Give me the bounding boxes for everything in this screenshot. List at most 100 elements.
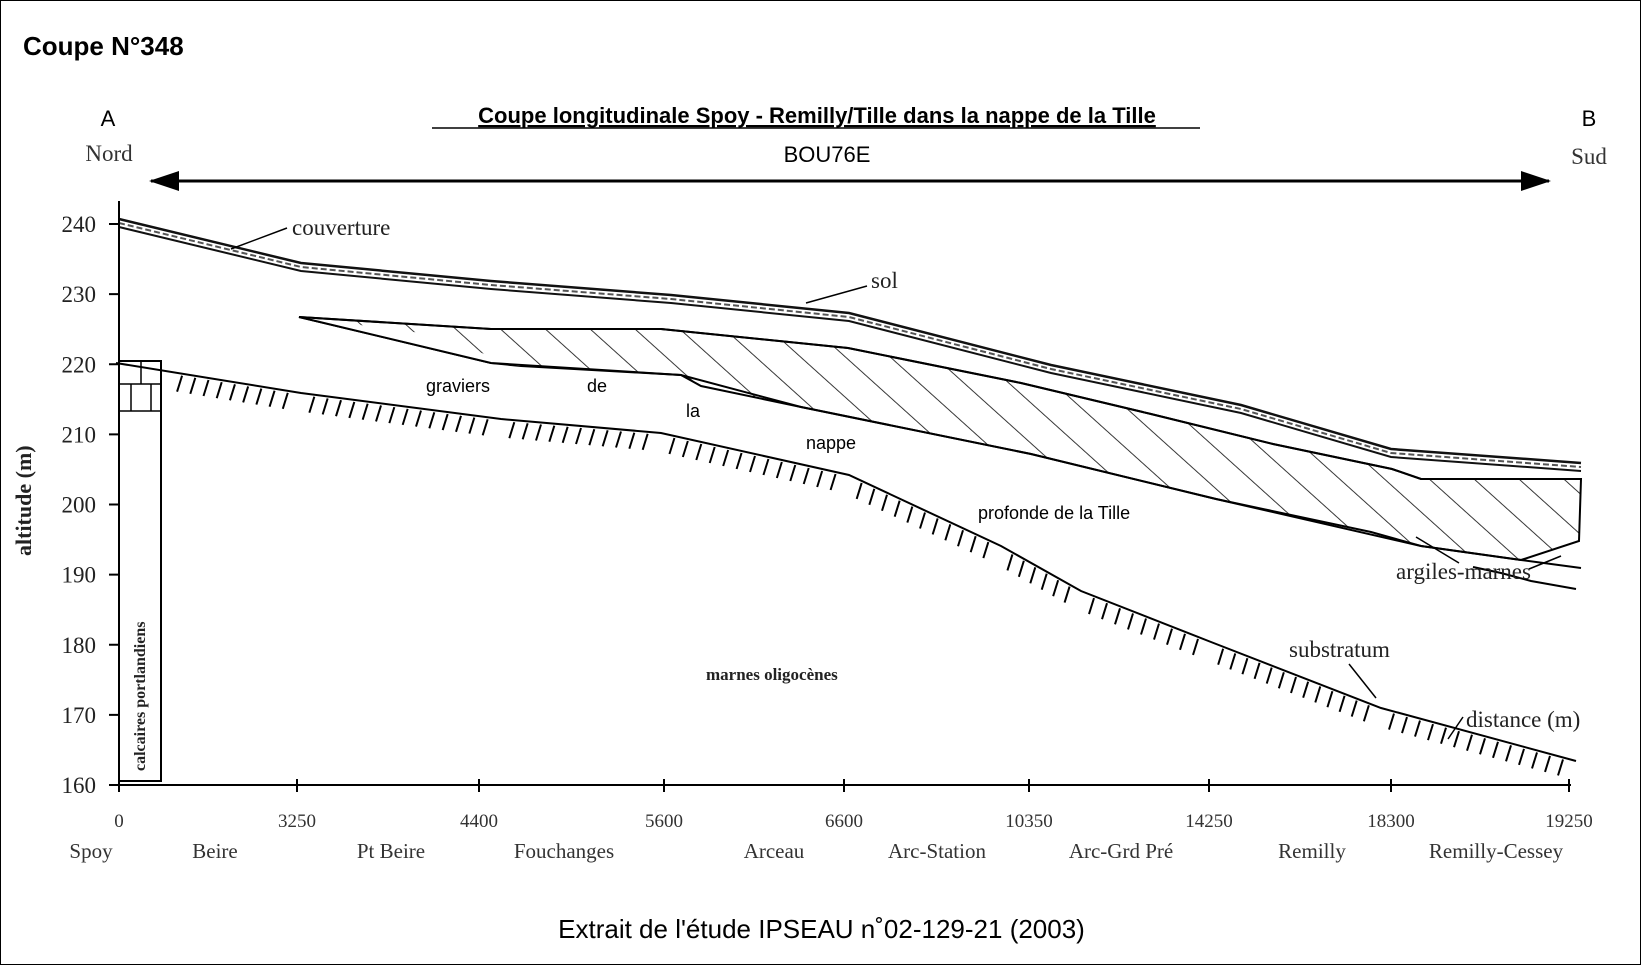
substratum-tick bbox=[1453, 730, 1460, 748]
substratum-tick bbox=[695, 443, 703, 461]
argiles-lower-line bbox=[1472, 566, 1577, 590]
substratum-tick bbox=[321, 398, 329, 415]
substratum-tick bbox=[428, 412, 436, 429]
end-a-letter: A bbox=[101, 106, 116, 131]
substratum-tick bbox=[1088, 597, 1095, 615]
substratum-tick bbox=[722, 449, 730, 467]
substratum-tick bbox=[919, 512, 926, 529]
substratum-tick bbox=[1265, 667, 1273, 684]
substratum-tick bbox=[1241, 657, 1249, 675]
substratum-tick bbox=[881, 494, 888, 512]
substratum-tick bbox=[1229, 653, 1237, 670]
y-tick-label: 230 bbox=[62, 282, 97, 307]
substratum-tick bbox=[388, 406, 396, 424]
substratum-tick bbox=[228, 383, 236, 401]
substratum-tick bbox=[708, 446, 716, 464]
substratum-tick bbox=[868, 488, 876, 506]
substratum-tick bbox=[268, 390, 276, 408]
substratum-tick bbox=[189, 377, 197, 395]
substratum-tick bbox=[1052, 579, 1060, 597]
substratum-tick bbox=[1006, 554, 1014, 571]
substratum-tick bbox=[1414, 720, 1421, 737]
substratum-tick bbox=[1388, 713, 1395, 730]
end-b-letter: B bbox=[1582, 106, 1597, 131]
substratum-tick bbox=[281, 392, 289, 410]
gravel-base-line bbox=[298, 316, 1582, 569]
place-name: Beire bbox=[192, 839, 237, 863]
x-tick-label: 4400 bbox=[460, 811, 498, 832]
substratum-tick bbox=[1114, 608, 1121, 625]
ground-surface-base bbox=[118, 226, 1582, 472]
substratum-tick bbox=[1253, 662, 1261, 680]
substratum-tick bbox=[1350, 700, 1358, 717]
place-name: Spoy bbox=[69, 839, 113, 863]
substratum-tick bbox=[1166, 628, 1173, 645]
sol-leader bbox=[805, 285, 868, 304]
y-tick-label: 210 bbox=[62, 422, 97, 447]
substratum-tick bbox=[1101, 602, 1108, 620]
substratum-tick bbox=[1127, 613, 1134, 630]
substratum-tick bbox=[375, 405, 382, 422]
x-tick-label: 10350 bbox=[1005, 811, 1053, 832]
substratum-tick bbox=[335, 399, 342, 417]
gravel-top-line bbox=[298, 316, 1581, 480]
substratum-tick bbox=[1029, 566, 1037, 584]
section-title: Coupe longitudinale Spoy - Remilly/Tille… bbox=[478, 103, 1156, 128]
substratum-leader bbox=[1348, 663, 1377, 699]
graviers-label-2: de bbox=[587, 376, 607, 396]
substratum-tick bbox=[1302, 681, 1310, 699]
argiles-leader-2 bbox=[1528, 555, 1562, 570]
substratum-tick bbox=[481, 418, 489, 436]
substratum-tick bbox=[681, 440, 689, 458]
substratum-tick bbox=[1179, 633, 1186, 651]
x-tick-label: 0 bbox=[114, 811, 124, 832]
substratum-tick bbox=[1326, 690, 1334, 708]
substratum-tick bbox=[816, 470, 824, 488]
x-axis-label-leader bbox=[1447, 716, 1464, 740]
substratum-tick bbox=[1518, 748, 1525, 766]
ground-surface-mid bbox=[118, 222, 1582, 468]
substratum-tick bbox=[1192, 638, 1199, 656]
substratum-tick bbox=[561, 426, 569, 444]
substratum-tick bbox=[548, 425, 556, 442]
substratum-tick bbox=[802, 467, 810, 485]
substratum-tick bbox=[762, 458, 770, 476]
substratum-tick bbox=[1290, 676, 1297, 694]
x-tick-label: 18300 bbox=[1367, 811, 1415, 832]
substratum-tick bbox=[1362, 704, 1370, 722]
substratum-tick bbox=[931, 518, 939, 535]
substratum-tick bbox=[1314, 686, 1322, 703]
substratum-tick bbox=[455, 415, 462, 433]
argiles-label: argiles-marnes bbox=[1396, 559, 1531, 584]
y-tick-label: 180 bbox=[62, 633, 97, 658]
calcaires-bricks bbox=[119, 361, 161, 412]
substratum-tick bbox=[749, 455, 756, 473]
substratum-tick bbox=[415, 410, 422, 427]
sol-label: sol bbox=[871, 268, 898, 293]
substratum-tick bbox=[575, 427, 582, 445]
substratum-tick bbox=[775, 461, 783, 479]
place-name: Remilly bbox=[1278, 839, 1346, 863]
substratum-tick bbox=[957, 529, 964, 547]
place-name: Pt Beire bbox=[357, 839, 425, 863]
substratum-tick bbox=[1140, 618, 1147, 635]
end-b-direction: Sud bbox=[1571, 144, 1607, 169]
place-name: Arc-Grd Pré bbox=[1069, 839, 1173, 863]
x-axis-label: distance (m) bbox=[1466, 707, 1580, 732]
substratum-tick bbox=[521, 423, 529, 440]
substratum-tick bbox=[615, 431, 622, 448]
substratum-tick bbox=[468, 417, 476, 434]
substratum-tick bbox=[242, 386, 250, 403]
substratum-tick bbox=[308, 396, 316, 414]
y-tick-label: 240 bbox=[62, 212, 97, 237]
x-tick-label: 19250 bbox=[1545, 811, 1593, 832]
substratum-tick bbox=[441, 413, 449, 431]
x-tick-label: 6600 bbox=[825, 811, 863, 832]
substratum-tick bbox=[1017, 560, 1025, 578]
substratum-tick bbox=[829, 473, 837, 491]
substratum-hatch bbox=[176, 375, 1564, 776]
y-tick-label: 200 bbox=[62, 493, 97, 518]
substratum-tick bbox=[1440, 727, 1447, 744]
